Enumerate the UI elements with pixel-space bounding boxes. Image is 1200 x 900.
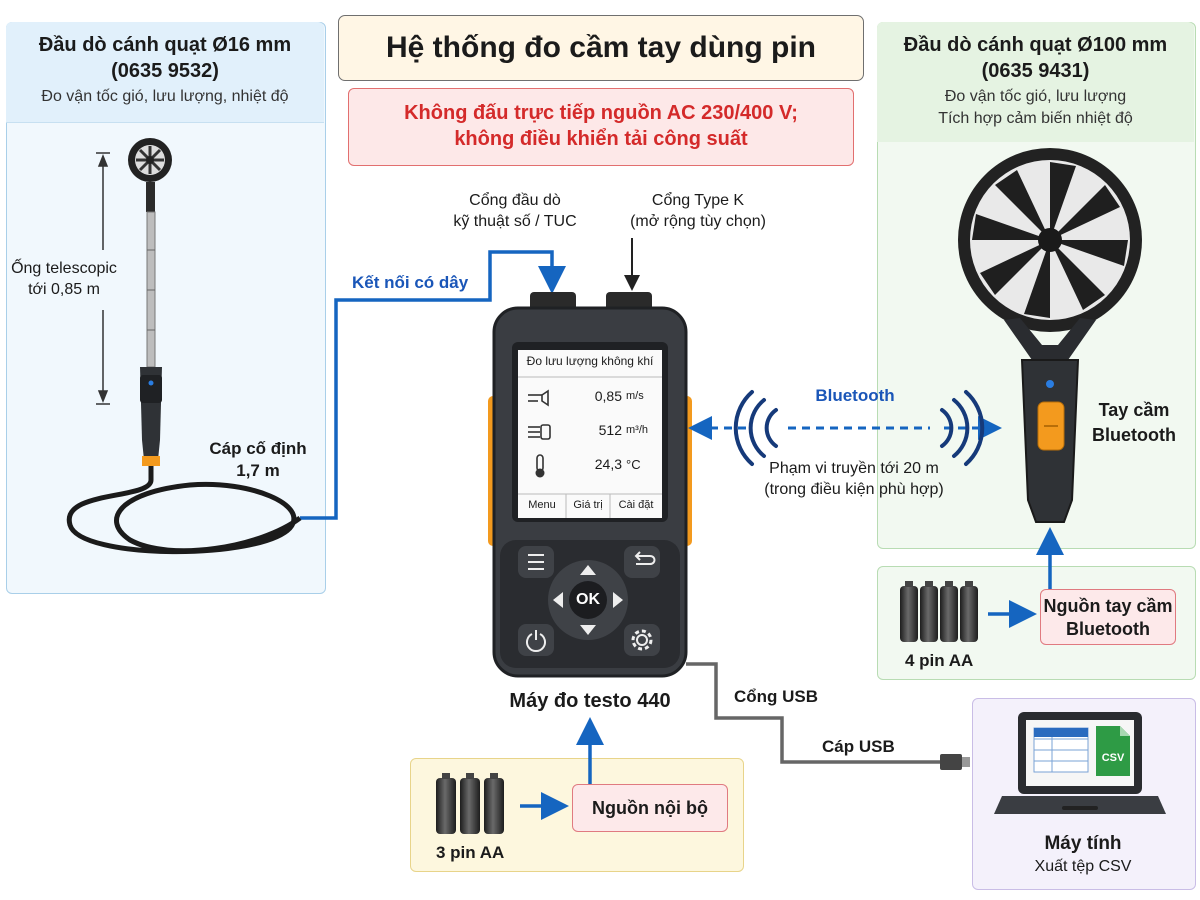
bluetooth-signal — [688, 390, 1002, 466]
csv-file-badge: CSV — [1101, 752, 1125, 764]
cable-label-1: Cáp cố định — [209, 439, 307, 458]
screen-title: Đo lưu lượng không khí — [526, 354, 654, 368]
internal-battery-label: 3 pin AA — [436, 843, 505, 862]
typek-port-label-2: (mở rộng tùy chọn) — [630, 213, 766, 230]
telescopic-label-1: Ống telescopic — [11, 260, 117, 277]
digital-port-label-1: Cổng đầu dò — [469, 192, 561, 209]
usb-plug — [940, 754, 962, 770]
laptop-icon — [994, 712, 1166, 814]
telescopic-label-2: tới 0,85 m — [28, 281, 100, 298]
handle-label-1: Tay cầm — [1098, 400, 1170, 420]
volume-flow-icon — [528, 424, 551, 440]
right-probe-desc-1: Đo vận tốc gió, lưu lượng — [944, 88, 1127, 105]
left-probe-header — [6, 22, 324, 123]
left-probe-heading: Đầu dò cánh quạt Ø16 mm (0635 9532) Đo v… — [6, 32, 324, 108]
handle-power-line-1: Nguồn tay cầm — [1043, 596, 1173, 616]
back-button[interactable] — [624, 546, 660, 578]
typek-port-label: Cổng Type K (mở rộng tùy chọn) — [610, 190, 786, 232]
handle-label-2: Bluetooth — [1092, 425, 1176, 445]
device-name: Máy đo testo 440 — [509, 690, 671, 712]
telescopic-label: Ống telescopic tới 0,85 m — [10, 258, 118, 300]
bluetooth-range-label: Phạm vi truyền tới 20 m (trong điều kiện… — [738, 458, 970, 500]
left-probe-desc: Đo vận tốc gió, lưu lượng, nhiệt độ — [41, 88, 289, 105]
nav-left-button[interactable] — [548, 590, 566, 612]
vane-probe-16mm — [66, 138, 302, 555]
nav-down-button[interactable] — [576, 622, 600, 640]
softkey-values[interactable]: Giá trị — [573, 499, 603, 511]
gear-icon — [624, 624, 660, 656]
wired-connection-label: Kết nối có dây — [352, 273, 469, 292]
cable-label-2: 1,7 m — [236, 461, 280, 480]
warning-line-2: không điều khiển tải công suất — [454, 128, 748, 150]
handle-battery-label: 4 pin AA — [905, 651, 974, 670]
bluetooth-range-1: Phạm vi truyền tới 20 m — [769, 460, 939, 477]
handle-power-line-2: Bluetooth — [1066, 619, 1150, 639]
internal-power-box: Nguồn nội bộ — [572, 784, 728, 832]
settings-button[interactable] — [624, 624, 660, 656]
nav-right-button[interactable] — [610, 590, 628, 612]
ok-button[interactable]: OK — [576, 591, 600, 608]
velocity-value: 0,85 — [594, 388, 622, 404]
computer-label: Máy tính Xuất tệp CSV — [972, 832, 1194, 878]
usb-cable-line — [686, 662, 940, 764]
testo-440-device — [488, 292, 692, 678]
screen-row-flow: 512 m³/h — [522, 417, 658, 447]
usb-cable-label: Cáp USB — [822, 737, 895, 756]
right-probe-code: (0635 9431) — [981, 60, 1090, 82]
flow-unit: m³/h — [626, 424, 648, 436]
flow-value: 512 — [598, 422, 622, 438]
diagram-title: Hệ thống đo cầm tay dùng pin — [338, 15, 864, 81]
power-button[interactable] — [518, 624, 554, 656]
temp-value: 24,3 — [594, 456, 622, 472]
screen-row-temp: 24,3 °C — [522, 451, 658, 481]
softkey-menu[interactable]: Menu — [528, 499, 556, 511]
cable-label: Cáp cố định 1,7 m — [198, 438, 318, 482]
temp-unit: °C — [626, 457, 641, 472]
screen-row-velocity: 0,85 m/s — [522, 383, 658, 413]
back-arrow-icon — [624, 546, 660, 578]
telescopic-dimension — [96, 152, 110, 405]
menu-icon — [518, 546, 554, 578]
warning-box: Không đấu trực tiếp nguồn AC 230/400 V; … — [348, 88, 854, 166]
wired-connection-line — [300, 250, 566, 520]
digital-port-label: Cổng đầu dò kỹ thuật số / TUC — [440, 190, 590, 232]
velocity-unit: m/s — [626, 390, 644, 402]
bluetooth-handle-label: Tay cầm Bluetooth — [1082, 398, 1186, 448]
handle-power-box: Nguồn tay cầm Bluetooth — [1040, 589, 1176, 645]
vane-probe-100mm — [958, 148, 1142, 523]
nav-up-button[interactable] — [576, 560, 600, 578]
right-probe-name: Đầu dò cánh quạt Ø100 mm — [903, 34, 1168, 56]
softkey-settings[interactable]: Cài đặt — [618, 499, 654, 511]
right-probe-header — [877, 22, 1194, 142]
usb-port-label: Cổng USB — [734, 687, 819, 706]
computer-export: Xuất tệp CSV — [1034, 858, 1132, 875]
digital-port-label-2: kỹ thuật số / TUC — [453, 213, 577, 230]
bluetooth-range-2: (trong điều kiện phù hợp) — [764, 481, 944, 498]
menu-button[interactable] — [518, 546, 554, 578]
right-probe-heading: Đầu dò cánh quạt Ø100 mm (0635 9431) Đo … — [877, 32, 1194, 130]
warning-line-1: Không đấu trực tiếp nguồn AC 230/400 V; — [404, 102, 798, 124]
thermometer-icon — [535, 454, 545, 478]
right-probe-desc-2: Tích hợp cảm biến nhiệt độ — [938, 110, 1133, 127]
power-icon — [518, 624, 554, 656]
typek-port-label-1: Cổng Type K — [651, 192, 745, 209]
handle-battery-icon — [900, 581, 978, 642]
left-probe-name: Đầu dò cánh quạt Ø16 mm — [38, 34, 292, 56]
left-probe-code: (0635 9532) — [111, 60, 219, 82]
airflow-icon — [528, 389, 549, 407]
bluetooth-label: Bluetooth — [815, 386, 895, 405]
computer-name: Máy tính — [1044, 833, 1122, 854]
internal-battery-icon — [436, 773, 504, 834]
